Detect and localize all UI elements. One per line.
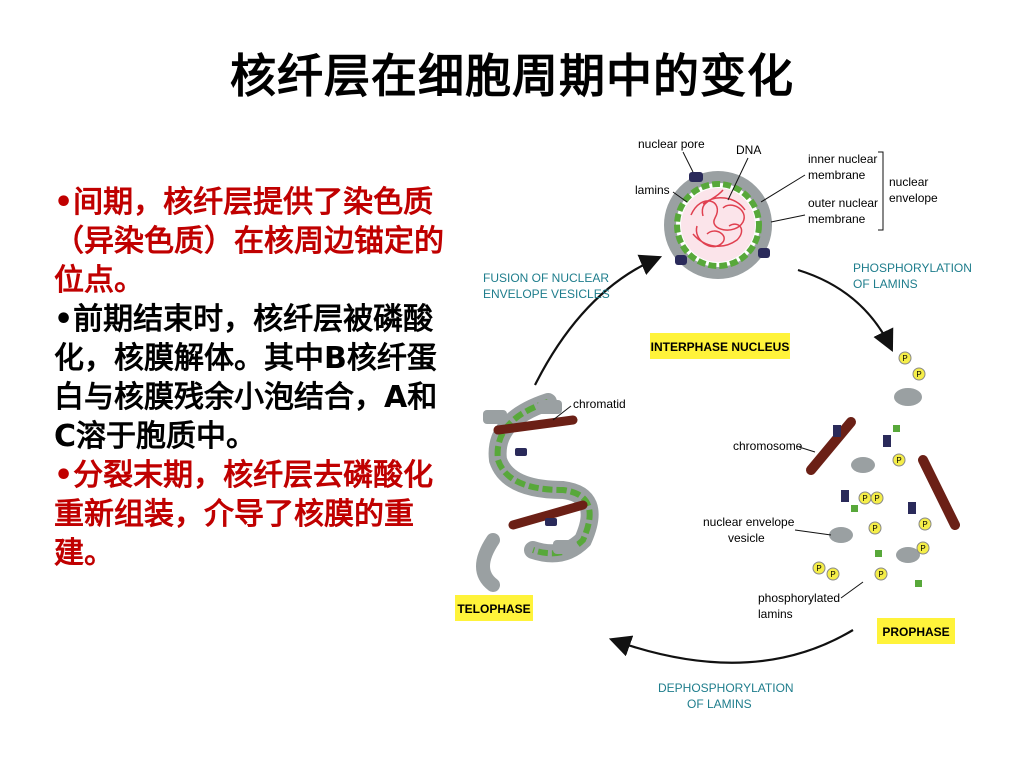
phosphate-1 — [898, 351, 912, 365]
nuclear-pore-1 — [689, 172, 703, 182]
stage-label-prophase: PROPHASE — [882, 625, 949, 639]
stage-box-telophase — [455, 595, 533, 621]
cell-cycle-diagram: nuclear pore DNA lamins inner nuclear me… — [453, 130, 1009, 730]
telophase-pore-1 — [515, 448, 527, 456]
telophase-chromatid-1 — [493, 415, 578, 435]
prophase-lamin-1 — [893, 425, 900, 432]
phosphate-6 — [868, 521, 882, 535]
phosphate-4-label: P — [862, 494, 867, 503]
prophase-chromosome-2 — [918, 455, 960, 530]
arrow-telophase-to-interphase — [534, 254, 663, 386]
phosphate-3 — [892, 453, 906, 467]
lamina-ring — [674, 181, 762, 269]
telophase-vesicle-3 — [553, 540, 577, 554]
prophase-vesicle-4 — [896, 547, 920, 563]
stage-label-telophase: TELOPHASE — [457, 602, 530, 616]
stage-box-interphase — [650, 333, 790, 359]
label-inner-membrane-1: inner nuclear — [808, 152, 877, 166]
label-vesicle-1: nuclear envelope — [703, 515, 795, 529]
nuclear-envelope-ring — [664, 171, 772, 279]
prophase-lamin-4 — [915, 580, 922, 587]
prophase-lamin-2 — [851, 505, 858, 512]
prophase-chromosome-1 — [806, 417, 856, 475]
stage-label-interphase: INTERPHASE NUCLEUS — [651, 340, 790, 354]
interphase-nucleus — [664, 171, 772, 279]
phosphate-6-label: P — [872, 524, 877, 533]
phosphate-11-label: P — [920, 544, 925, 553]
label-outer-membrane-2: membrane — [808, 212, 866, 226]
prophase-vesicle-2 — [851, 457, 875, 473]
phosphate-7 — [918, 517, 932, 531]
phosphate-11 — [916, 541, 930, 555]
phosphate-2-label: P — [916, 370, 921, 379]
phosphate-9-label: P — [830, 570, 835, 579]
prophase-pore-4 — [908, 502, 916, 514]
page-title: 核纤层在细胞周期中的变化 — [230, 49, 794, 103]
bullet-telophase: •分裂末期，核纤层去磷酸化重新组装，介导了核膜的重建。 — [54, 458, 434, 571]
label-chromatid: chromatid — [573, 397, 626, 411]
prophase-vesicle-1 — [894, 388, 922, 406]
prophase-pore-1 — [833, 425, 841, 437]
prophase-lamin-3 — [875, 550, 882, 557]
label-nuclear-envelope-2: envelope — [889, 191, 938, 205]
phosphate-1-label: P — [902, 354, 907, 363]
prophase-pore-3 — [841, 490, 849, 502]
phosphate-3-label: P — [896, 456, 901, 465]
prophase-pore-2 — [883, 435, 891, 447]
reforming-lamina-upper — [494, 399, 593, 557]
phosphate-5 — [870, 491, 884, 505]
phosphate-10-label: P — [878, 570, 883, 579]
label-phos-lamins-1: phosphorylated — [758, 591, 840, 605]
telophase-chromatid-2 — [508, 500, 588, 530]
label-fusion-1: FUSION OF NUCLEAR — [483, 271, 609, 285]
label-fusion-2: ENVELOPE VESICLES — [483, 287, 610, 301]
label-lamins: lamins — [635, 183, 670, 197]
phosphate-8 — [812, 561, 826, 575]
telophase-pore-2 — [545, 518, 557, 526]
stage-box-prophase — [877, 618, 955, 644]
reforming-envelope-lower — [476, 533, 500, 592]
nuclear-pore-2 — [675, 255, 687, 265]
diagram-svg: nuclear pore DNA lamins inner nuclear me… — [455, 137, 972, 711]
bullet-interphase: •间期，核纤层提供了染色质（异染色质）在核周边锚定的位点。 — [54, 185, 444, 298]
label-chromosome: chromosome — [733, 439, 803, 453]
nucleoplasm — [681, 188, 755, 262]
prophase-fragments: P P P P P P P P P P P — [806, 351, 960, 587]
phosphate-5-label: P — [874, 494, 879, 503]
phosphate-8-label: P — [816, 564, 821, 573]
label-phos-lamins-2: lamins — [758, 607, 793, 621]
label-dephospho-1: DEPHOSPHORYLATION — [658, 681, 794, 695]
telophase-vesicle-1 — [538, 400, 562, 414]
telophase-vesicle-2 — [483, 410, 507, 424]
label-nuclear-pore: nuclear pore — [638, 137, 705, 151]
bullet-list: •间期，核纤层提供了染色质（异染色质）在核周边锚定的位点。 •前期结束时，核纤层… — [54, 183, 449, 573]
label-dna: DNA — [736, 143, 761, 157]
bullet-prophase: •前期结束时，核纤层被磷酸化，核膜解体。其中B核纤蛋白与核膜残余小泡结合，A和C… — [54, 302, 438, 454]
arrow-prophase-to-telophase — [608, 629, 854, 664]
chromatin-tangle — [690, 189, 746, 248]
label-nuclear-envelope-1: nuclear — [889, 175, 928, 189]
label-phospho-2: OF LAMINS — [853, 277, 918, 291]
telophase-nucleus — [476, 393, 599, 592]
arrow-interphase-to-prophase — [797, 268, 894, 352]
phosphate-10 — [874, 567, 888, 581]
label-phospho-1: PHOSPHORYLATION — [853, 261, 972, 275]
phosphate-2 — [912, 367, 926, 381]
label-dephospho-2: OF LAMINS — [687, 697, 752, 711]
nuclear-pore-3 — [758, 248, 770, 258]
phosphate-9 — [826, 567, 840, 581]
label-vesicle-2: vesicle — [728, 531, 765, 545]
phosphate-7-label: P — [922, 520, 927, 529]
label-inner-membrane-2: membrane — [808, 168, 866, 182]
label-outer-membrane-1: outer nuclear — [808, 196, 878, 210]
prophase-vesicle-3 — [829, 527, 853, 543]
